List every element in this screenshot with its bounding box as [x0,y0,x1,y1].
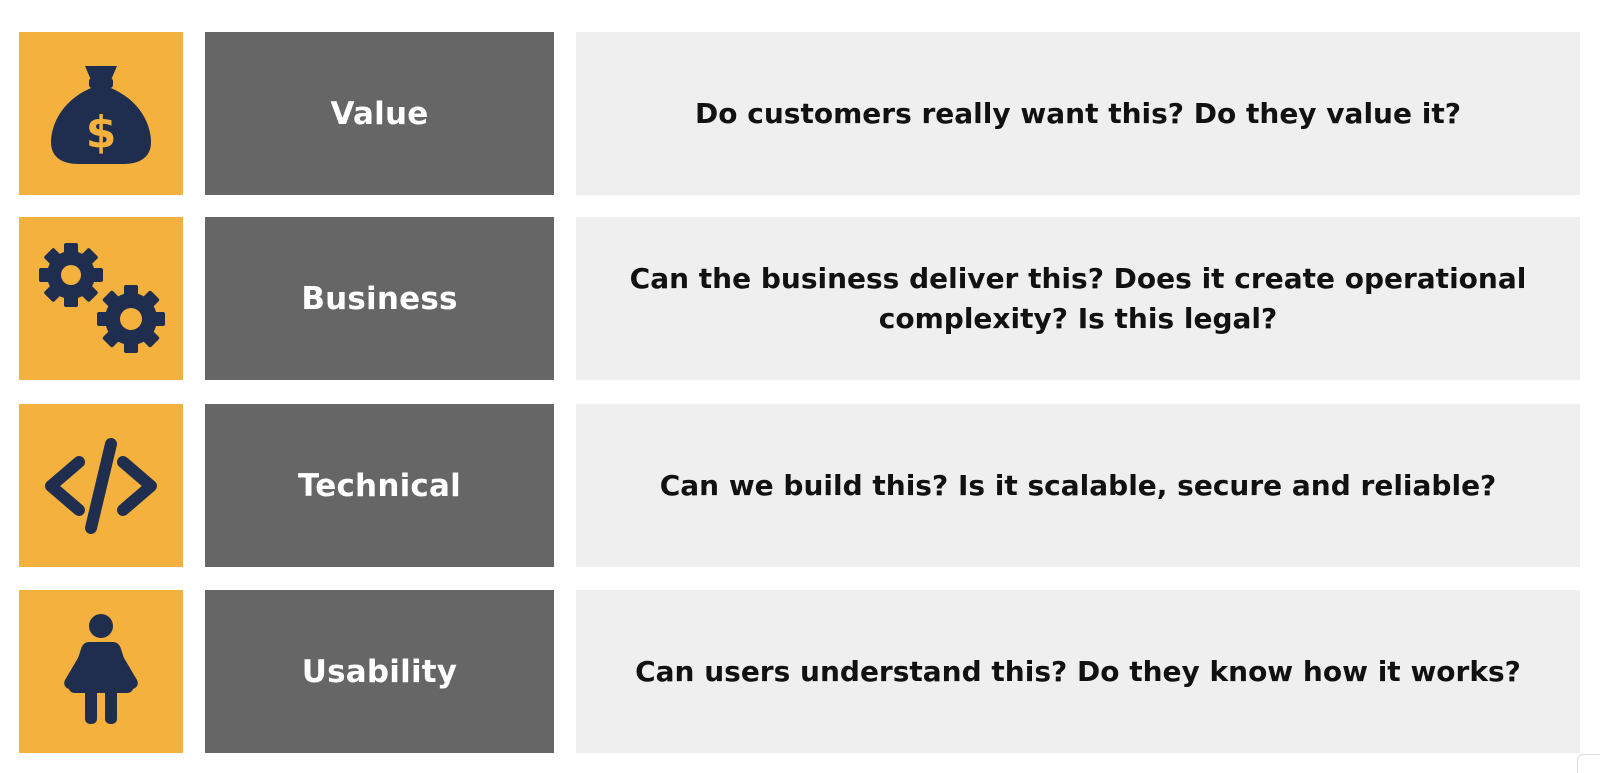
risk-row-technical: Technical Can we build this? Is it scala… [0,404,1600,567]
label-cell: Usability [205,590,554,753]
risk-question: Do customers really want this? Do they v… [695,96,1461,130]
gears-icon [19,217,183,380]
svg-text:$: $ [86,107,117,158]
risk-row-business: Business Can the business deliver this? … [0,217,1600,380]
label-cell: Technical [205,404,554,567]
corner-resize-handle [1577,754,1600,773]
risk-question: Can the business deliver this? Does it c… [629,261,1527,335]
risk-question: Can users understand this? Do they know … [635,654,1521,688]
label-cell: Business [205,217,554,380]
code-icon [19,404,183,567]
question-cell: Can we build this? Is it scalable, secur… [576,404,1580,567]
icon-cell [19,217,183,380]
question-cell: Can users understand this? Do they know … [576,590,1580,753]
risk-label: Usability [301,653,458,690]
icon-cell: $ [19,32,183,195]
risk-row-value: $ Value Do customers really want this? D… [0,32,1600,195]
risk-row-usability: Usability Can users understand this? Do … [0,590,1600,753]
risk-label: Technical [298,467,461,504]
risk-question: Can we build this? Is it scalable, secur… [659,468,1497,502]
risk-label: Value [330,95,429,132]
user-icon [19,590,183,753]
money-bag-icon: $ [19,32,183,195]
icon-cell [19,404,183,567]
icon-cell [19,590,183,753]
risk-label: Business [301,280,458,317]
label-cell: Value [205,32,554,195]
question-cell: Can the business deliver this? Does it c… [576,217,1580,380]
question-cell: Do customers really want this? Do they v… [576,32,1580,195]
